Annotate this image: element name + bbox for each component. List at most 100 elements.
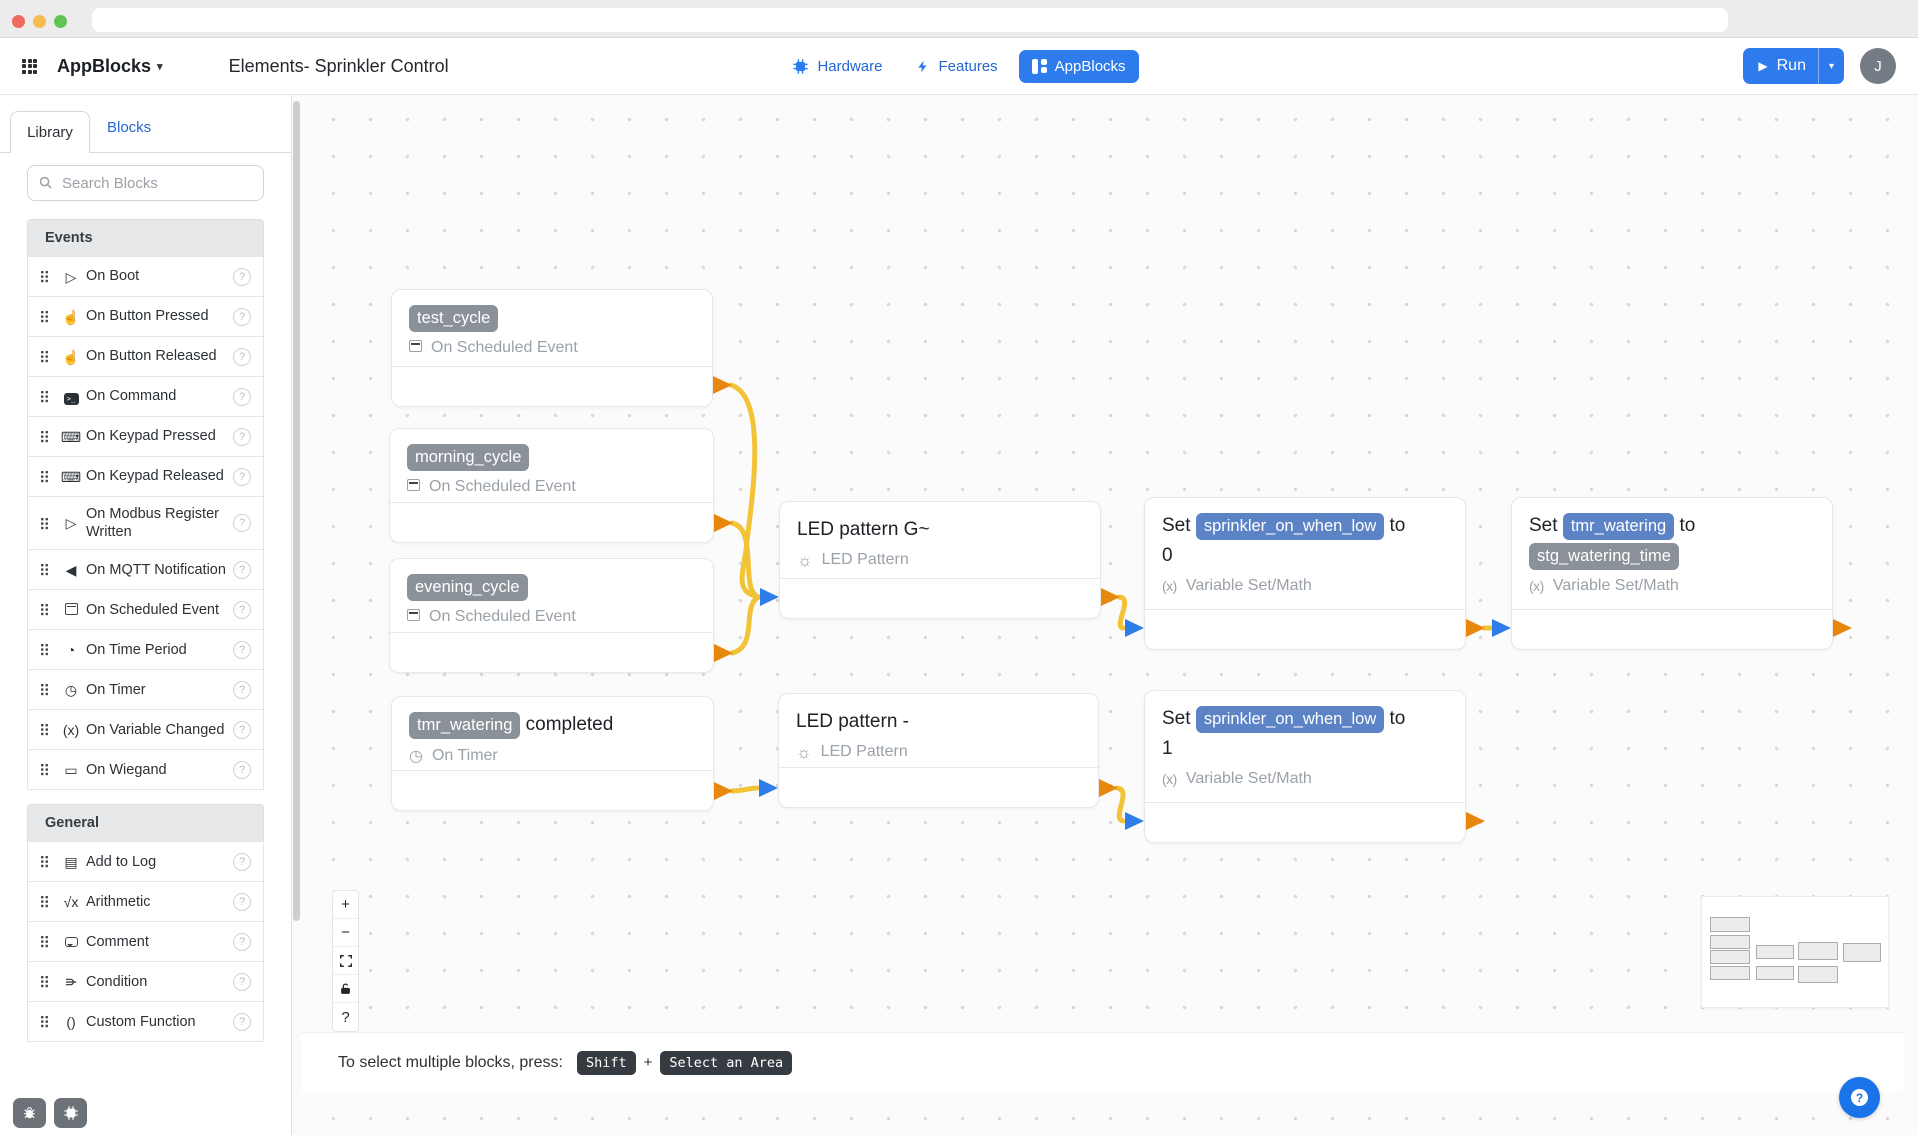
item-help-icon[interactable]: ? <box>233 600 251 619</box>
library-item-condition[interactable]: ⋔Condition? <box>27 961 264 1003</box>
zoom-out-button[interactable]: − <box>333 919 358 947</box>
drag-handle-icon[interactable] <box>40 430 49 443</box>
tab-appblocks[interactable]: AppBlocks <box>1018 49 1139 83</box>
drag-handle-icon[interactable] <box>40 350 49 363</box>
maximize-window-button[interactable] <box>54 15 67 28</box>
library-item-on-button-released[interactable]: ☝On Button Released? <box>27 336 264 377</box>
output-port-icon[interactable] <box>714 644 733 662</box>
drag-handle-icon[interactable] <box>40 516 49 530</box>
item-help-icon[interactable]: ? <box>233 387 251 406</box>
item-help-icon[interactable]: ? <box>233 307 251 326</box>
library-item-on-time-period[interactable]: ◔On Time Period? <box>27 629 264 671</box>
item-help-icon[interactable]: ? <box>233 972 251 991</box>
flow-block-led_pattern_dash[interactable]: LED pattern -☼LED Pattern <box>778 693 1099 808</box>
flow-block-tmr_completed[interactable]: tmr_watering completed◷On Timer <box>391 696 714 811</box>
output-port-icon[interactable] <box>1101 588 1120 606</box>
minimap[interactable] <box>1701 896 1889 1008</box>
drag-handle-icon[interactable] <box>40 270 49 283</box>
output-port-icon[interactable] <box>1833 619 1852 637</box>
library-item-on-scheduled-event[interactable]: On Scheduled Event? <box>27 589 264 631</box>
avatar[interactable]: J <box>1860 48 1896 84</box>
drag-handle-icon[interactable] <box>40 723 49 737</box>
item-help-icon[interactable]: ? <box>233 720 251 739</box>
item-help-icon[interactable]: ? <box>233 427 251 446</box>
library-item-on-timer[interactable]: ◷On Timer? <box>27 669 264 711</box>
drag-handle-icon[interactable] <box>40 470 49 483</box>
library-item-custom-function[interactable]: ()Custom Function? <box>27 1001 264 1043</box>
drag-handle-icon[interactable] <box>40 895 49 909</box>
item-help-icon[interactable]: ? <box>233 347 251 366</box>
library-item-comment[interactable]: Comment? <box>27 921 264 963</box>
hardware-monitor-button[interactable] <box>54 1098 87 1128</box>
library-item-on-command[interactable]: >_On Command? <box>27 376 264 417</box>
output-port-icon[interactable] <box>1099 779 1118 797</box>
output-port-icon[interactable] <box>713 376 732 394</box>
fit-view-button[interactable] <box>333 947 358 975</box>
library-item-on-modbus-register-written[interactable]: ▷On Modbus Register Written? <box>27 496 264 551</box>
run-options-button[interactable]: ▾ <box>1817 48 1844 84</box>
library-item-on-button-pressed[interactable]: ☝On Button Pressed? <box>27 296 264 337</box>
output-port-icon[interactable] <box>714 514 733 532</box>
tab-hardware[interactable]: Hardware <box>779 50 895 83</box>
run-button[interactable]: ▶ Run ▾ <box>1743 48 1844 84</box>
drag-handle-icon[interactable] <box>40 935 49 949</box>
item-help-icon[interactable]: ? <box>233 932 251 951</box>
drag-handle-icon[interactable] <box>40 975 49 989</box>
sidebar-scrollbar[interactable] <box>292 95 301 1135</box>
library-item-on-keypad-pressed[interactable]: ⌨On Keypad Pressed? <box>27 416 264 457</box>
input-port-icon[interactable] <box>1492 619 1511 637</box>
canvas-help-button[interactable]: ? <box>341 1008 350 1026</box>
library-item-on-mqtt-notification[interactable]: ◀On MQTT Notification? <box>27 549 264 591</box>
output-port-icon[interactable] <box>1466 812 1485 830</box>
library-item-on-variable-changed[interactable]: (x)On Variable Changed? <box>27 709 264 751</box>
library-item-add-to-log[interactable]: ▤Add to Log? <box>27 841 264 883</box>
item-help-icon[interactable]: ? <box>233 467 251 486</box>
drag-handle-icon[interactable] <box>40 763 49 777</box>
search-input[interactable] <box>27 165 264 201</box>
drag-handle-icon[interactable] <box>40 390 49 403</box>
input-port-icon[interactable] <box>1125 812 1144 830</box>
close-window-button[interactable] <box>12 15 25 28</box>
library-item-on-keypad-released[interactable]: ⌨On Keypad Released? <box>27 456 264 497</box>
zoom-in-button[interactable]: + <box>333 891 358 919</box>
debug-bug-button[interactable] <box>13 1098 46 1128</box>
flow-block-led_pattern_g[interactable]: LED pattern G~☼LED Pattern <box>779 501 1101 619</box>
tab-library[interactable]: Library <box>10 111 90 154</box>
item-help-icon[interactable]: ? <box>233 760 251 779</box>
drag-handle-icon[interactable] <box>40 563 49 577</box>
minimize-window-button[interactable] <box>33 15 46 28</box>
item-help-icon[interactable]: ? <box>233 560 251 579</box>
output-port-icon[interactable] <box>714 782 733 800</box>
drag-handle-icon[interactable] <box>40 1015 49 1029</box>
output-port-icon[interactable] <box>1466 619 1485 637</box>
help-button[interactable]: ? <box>1839 1077 1880 1118</box>
drag-handle-icon[interactable] <box>40 683 49 697</box>
address-bar[interactable] <box>92 8 1728 32</box>
app-menu-button[interactable]: AppBlocks ▾ <box>57 56 163 77</box>
item-help-icon[interactable]: ? <box>233 852 251 871</box>
input-port-icon[interactable] <box>759 779 778 797</box>
drag-handle-icon[interactable] <box>40 855 49 869</box>
apps-grid-icon[interactable] <box>22 58 37 74</box>
tab-blocks[interactable]: Blocks <box>107 119 152 136</box>
item-help-icon[interactable]: ? <box>233 680 251 699</box>
item-help-icon[interactable]: ? <box>233 1012 251 1031</box>
library-item-on-boot[interactable]: ▷On Boot? <box>27 256 264 297</box>
drag-handle-icon[interactable] <box>40 643 49 657</box>
lock-button[interactable] <box>333 975 358 1003</box>
drag-handle-icon[interactable] <box>40 603 49 617</box>
library-item-on-wiegand[interactable]: ▭On Wiegand? <box>27 749 264 791</box>
scrollbar-thumb[interactable] <box>293 101 300 921</box>
drag-handle-icon[interactable] <box>40 310 49 323</box>
input-port-icon[interactable] <box>1125 619 1144 637</box>
tab-features[interactable]: Features <box>903 50 1010 83</box>
item-help-icon[interactable]: ? <box>233 514 251 533</box>
